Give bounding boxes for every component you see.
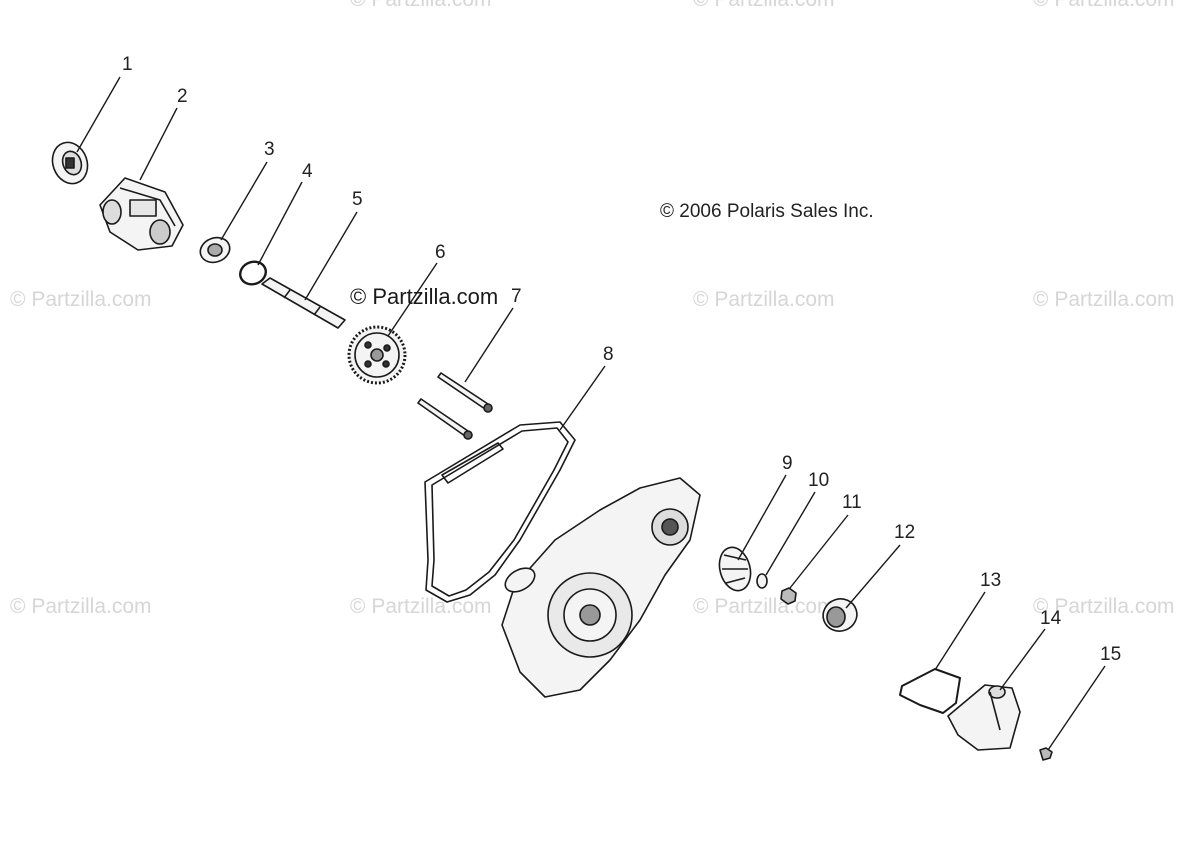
part-o-ring <box>899 668 961 714</box>
watermark: © Partzilla.com <box>1033 0 1175 12</box>
callout-11: 11 <box>842 492 862 513</box>
callout-14: 14 <box>1040 608 1062 629</box>
callout-10: 10 <box>808 470 829 491</box>
callout-12: 12 <box>894 522 915 543</box>
watermark: © Partzilla.com <box>693 288 835 311</box>
watermark: © Partzilla.com <box>10 288 152 311</box>
callout-numbers: 1 2 3 4 5 6 7 8 9 10 11 12 13 14 15 <box>122 54 1121 665</box>
copyright-notice: © 2006 Polaris Sales Inc. <box>660 201 874 222</box>
part-impeller <box>718 546 752 592</box>
part-pump-cover <box>947 684 1021 751</box>
part-long-bolts <box>417 372 493 440</box>
callout-4: 4 <box>302 161 313 182</box>
callout-5: 5 <box>352 189 363 210</box>
part-snap-ring <box>239 260 267 286</box>
leader-lines <box>76 76 1106 751</box>
callout-2: 2 <box>177 86 188 107</box>
part-washer <box>756 573 768 589</box>
brand-watermark: © Partzilla.com <box>350 284 499 309</box>
part-gasket <box>424 421 576 603</box>
callout-8: 8 <box>603 344 614 365</box>
watermark: © Partzilla.com <box>10 595 152 618</box>
callout-7: 7 <box>511 286 522 307</box>
part-shaft <box>261 277 346 329</box>
callout-1: 1 <box>122 54 133 75</box>
callout-6: 6 <box>435 242 446 263</box>
watermark: © Partzilla.com <box>1033 288 1175 311</box>
watermark: © Partzilla.com <box>693 595 835 618</box>
part-bearing <box>199 236 231 264</box>
part-bolt <box>1039 747 1053 761</box>
watermark: © Partzilla.com <box>1033 595 1175 618</box>
callout-9: 9 <box>782 453 793 474</box>
callout-15: 15 <box>1100 644 1121 665</box>
watermark: © Partzilla.com <box>350 595 492 618</box>
part-gear <box>347 325 407 385</box>
part-engine-cover <box>501 477 701 698</box>
part-seal <box>822 598 858 632</box>
watermark: © Partzilla.com <box>350 0 492 12</box>
callout-13: 13 <box>980 570 1001 591</box>
callout-3: 3 <box>264 139 275 160</box>
watermark: © Partzilla.com <box>693 0 835 12</box>
part-rotor <box>51 141 89 185</box>
part-pump-body <box>99 177 184 251</box>
part-nut <box>780 587 797 605</box>
